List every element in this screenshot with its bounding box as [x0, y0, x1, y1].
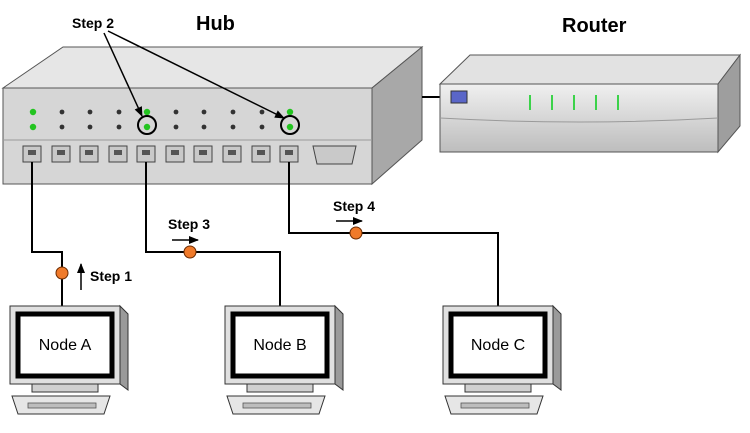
step1-label: Step 1	[90, 268, 132, 284]
node-b-label: Node B	[253, 337, 306, 354]
hub-led-column	[29, 108, 294, 131]
router-power-indicator	[450, 90, 468, 104]
cable-node-b	[145, 162, 281, 306]
router-label: Router	[562, 15, 627, 37]
router-leds	[529, 95, 619, 110]
hub-label: Hub	[196, 13, 235, 35]
led-highlight-circle	[137, 115, 157, 135]
computer-node-a: Node A	[9, 304, 129, 415]
computer-node-b: Node B	[224, 304, 344, 415]
step2-arrow	[103, 32, 143, 117]
packet-dot	[183, 245, 197, 259]
step4-label: Step 4	[333, 198, 375, 214]
step3-label: Step 3	[168, 216, 210, 232]
node-a-label: Node A	[39, 337, 92, 354]
computer-node-c: Node C	[442, 304, 562, 415]
node-c-label: Node C	[471, 337, 525, 354]
led-highlight-circle	[280, 115, 300, 135]
hub	[1, 45, 424, 186]
step2-label: Step 2	[72, 15, 114, 31]
hub-uplink-port	[312, 145, 357, 165]
router	[438, 53, 742, 154]
step2-arrow	[107, 30, 285, 119]
cable-node-c	[288, 162, 499, 306]
packet-dot	[55, 266, 69, 280]
packet-dot	[349, 226, 363, 240]
